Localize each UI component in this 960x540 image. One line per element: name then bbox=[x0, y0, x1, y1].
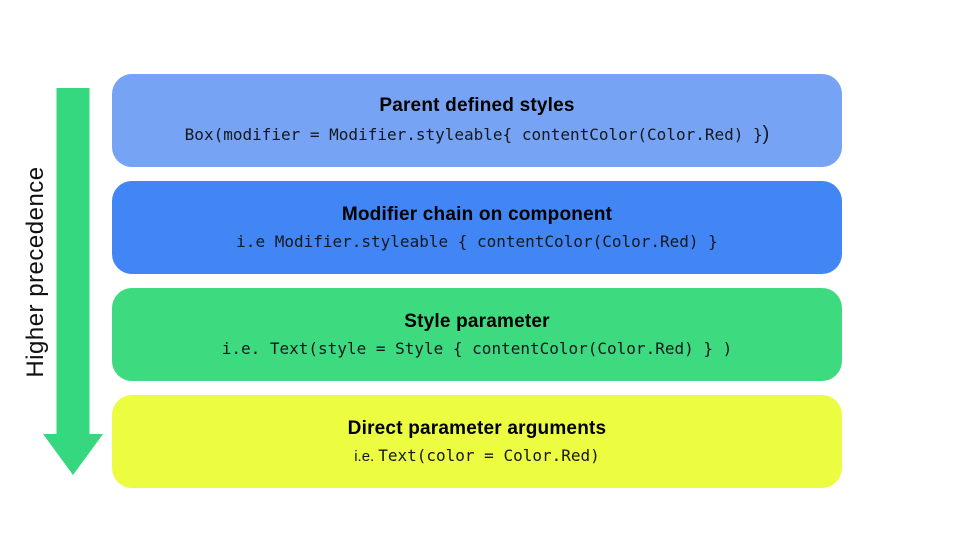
box-code-line: Box(modifier = Modifier.styleable{ conte… bbox=[185, 123, 770, 146]
down-arrow-shape bbox=[43, 88, 103, 475]
code-prefix: i.e. bbox=[354, 448, 375, 465]
precedence-box-modifier-chain: Modifier chain on component i.e Modifier… bbox=[112, 181, 842, 274]
box-title: Direct parameter arguments bbox=[347, 418, 607, 439]
code-text: i.e. Text(style = Style { contentColor(C… bbox=[221, 339, 733, 358]
box-title: Parent defined styles bbox=[379, 95, 575, 116]
precedence-box-stack: Parent defined styles Box(modifier = Mod… bbox=[112, 74, 842, 488]
code-text: i.e Modifier.styleable { contentColor(Co… bbox=[236, 232, 718, 251]
code-suffix: ) bbox=[762, 123, 770, 145]
precedence-box-direct-arguments: Direct parameter arguments i.e.Text(colo… bbox=[112, 395, 842, 488]
precedence-box-style-parameter: Style parameter i.e. Text(style = Style … bbox=[112, 288, 842, 381]
code-text: Text(color = Color.Red) bbox=[378, 446, 600, 465]
precedence-box-parent-defined-styles: Parent defined styles Box(modifier = Mod… bbox=[112, 74, 842, 167]
box-code-line: i.e.Text(color = Color.Red) bbox=[354, 446, 600, 465]
box-code-line: i.e Modifier.styleable { contentColor(Co… bbox=[236, 232, 718, 251]
box-title: Style parameter bbox=[404, 311, 550, 332]
box-code-line: i.e. Text(style = Style { contentColor(C… bbox=[222, 339, 733, 358]
code-text: Box(modifier = Modifier.styleable{ conte… bbox=[184, 125, 763, 144]
box-title: Modifier chain on component bbox=[341, 204, 613, 225]
down-arrow-icon bbox=[43, 88, 103, 475]
